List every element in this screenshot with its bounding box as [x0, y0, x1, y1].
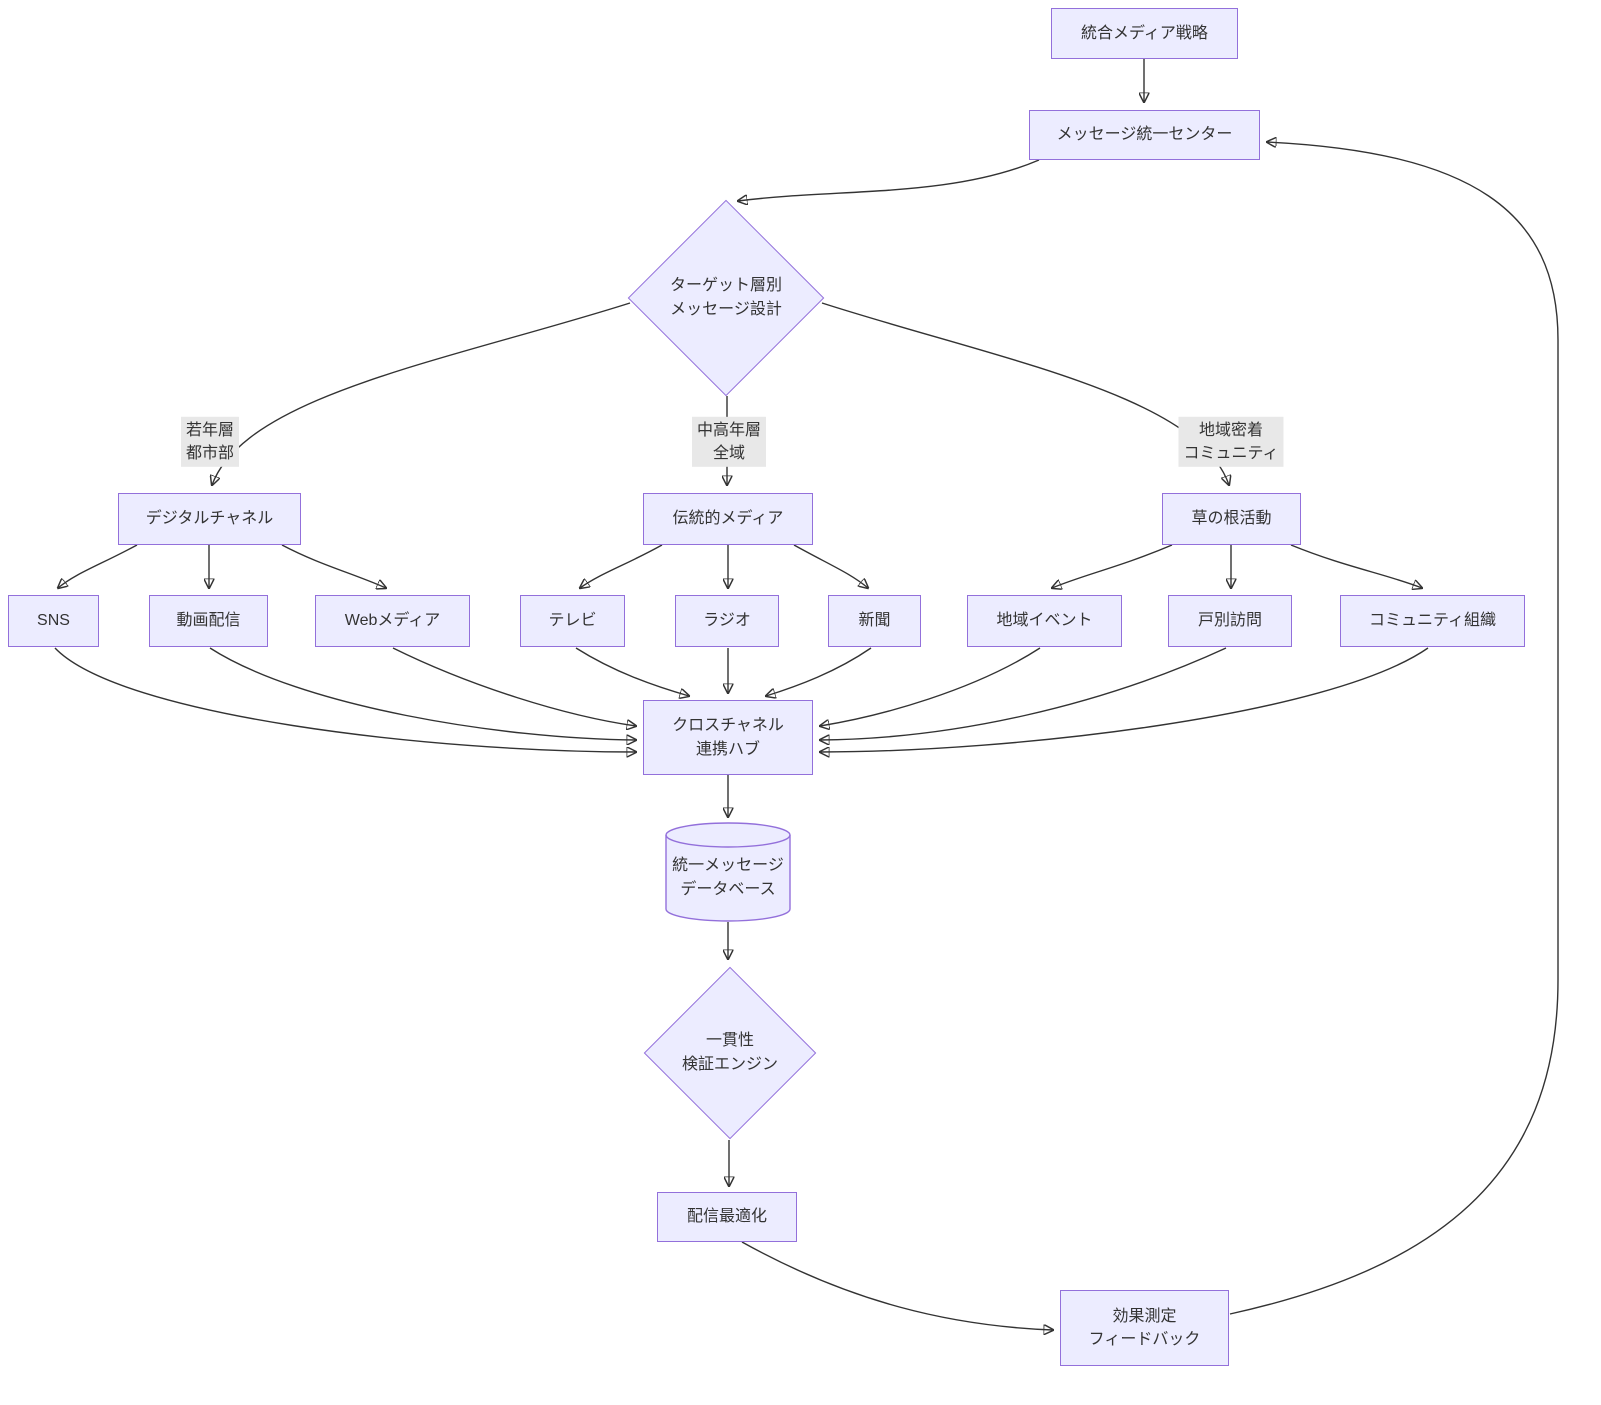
edge-sns-to-hub	[54, 647, 636, 752]
edge-tv-to-hub	[575, 647, 689, 696]
edge-target-to-digital	[212, 302, 631, 485]
edge-grassroots-to-org	[1290, 544, 1422, 588]
node-video: 動画配信	[149, 595, 268, 647]
node-message-center: メッセージ統一センター	[1029, 110, 1260, 160]
edge-digital-to-sns	[58, 544, 138, 588]
edge-newspaper-to-hub	[766, 647, 872, 696]
node-tv: テレビ	[520, 595, 625, 647]
node-cross-channel-hub: クロスチャネル 連携ハブ	[643, 700, 813, 775]
cylinder-shape	[665, 822, 791, 922]
edge-feedback-to-center	[1229, 142, 1559, 1315]
node-message-db-label: 統一メッセージ データベース	[672, 857, 784, 898]
node-radio: ラジオ	[675, 595, 779, 647]
edge-traditional-to-newspaper	[793, 544, 868, 588]
node-target-design: ターゲット層別 メッセージ設計	[627, 199, 825, 397]
edge-video-to-hub	[209, 647, 636, 740]
edge-label-middle-aged: 中高年層 全域	[691, 416, 767, 468]
node-consistency-engine-label: 一貫性 検証エンジン	[681, 1031, 778, 1073]
node-newspaper: 新聞	[828, 595, 921, 647]
node-community-org: コミュニティ組織	[1340, 595, 1525, 647]
edge-events-to-hub	[820, 647, 1041, 726]
edge-target-to-grassroots	[821, 302, 1229, 485]
node-grassroots: 草の根活動	[1162, 493, 1301, 545]
node-delivery-opt: 配信最適化	[657, 1192, 797, 1242]
edge-center-to-target	[738, 159, 1040, 201]
node-target-design-label: ターゲット層別 メッセージ設計	[669, 277, 782, 318]
node-web-media: Webメディア	[315, 595, 470, 647]
node-local-events: 地域イベント	[967, 595, 1122, 647]
edge-door-to-hub	[820, 647, 1227, 740]
edge-grassroots-to-events	[1052, 544, 1173, 588]
edge-web-to-hub	[392, 647, 636, 726]
node-door-to-door: 戸別訪問	[1168, 595, 1292, 647]
node-digital-channel: デジタルチャネル	[118, 493, 301, 545]
node-strategy: 統合メディア戦略	[1051, 8, 1238, 59]
node-traditional-media: 伝統的メディア	[643, 493, 813, 545]
edge-digital-to-web	[281, 544, 386, 588]
edge-delivery-to-feedback	[741, 1241, 1053, 1330]
node-sns: SNS	[8, 595, 99, 647]
node-consistency-engine: 一貫性 検証エンジン	[643, 965, 817, 1140]
node-feedback: 効果測定 フィードバック	[1060, 1290, 1229, 1366]
edge-label-young-urban: 若年層 都市部	[180, 416, 240, 468]
node-message-db: 統一メッセージ データベース	[665, 822, 791, 922]
edge-label-community: 地域密着 コミュニティ	[1178, 416, 1284, 468]
edge-org-to-hub	[820, 647, 1429, 752]
edge-traditional-to-tv	[580, 544, 663, 588]
